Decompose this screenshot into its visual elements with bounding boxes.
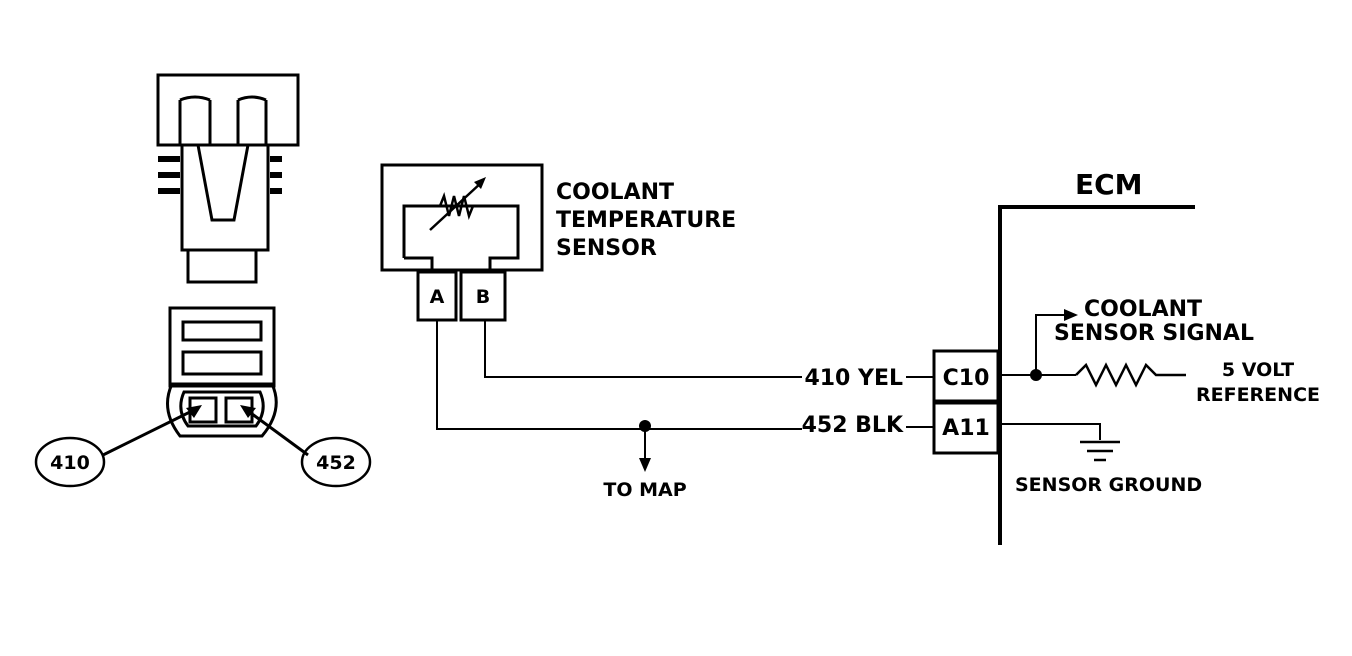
ecm-label: ECM: [1075, 168, 1143, 201]
sensor-name-line1: COOLANT: [556, 180, 674, 205]
arrow-head-icon: [474, 177, 486, 189]
arrow-head-icon: [186, 405, 202, 418]
arrow-head-icon: [240, 405, 256, 418]
coolant-temperature-sensor: A B: [380, 163, 544, 322]
callout-452: [300, 436, 372, 488]
sensor-pin-b-label: B: [476, 286, 490, 308]
sensor-pin-a-label: A: [430, 286, 445, 308]
callout-410: [34, 436, 106, 488]
callout-leader-452: [243, 406, 309, 457]
arrow-right-icon: [1064, 309, 1078, 321]
signal-label-line1: COOLANT: [1084, 297, 1202, 322]
ecm-box: [998, 205, 1195, 545]
connector-illustration: 410 452: [34, 73, 372, 488]
signal-tap-line: [1035, 314, 1066, 375]
sensor-name-line2: TEMPERATURE: [556, 208, 736, 233]
reference-label-line2: REFERENCE: [1196, 384, 1320, 406]
ground-wire: [1000, 423, 1101, 440]
wire-410: [484, 320, 802, 378]
wire-452: [436, 320, 802, 430]
map-label: TO MAP: [603, 479, 686, 501]
wire-452-label: 452 BLK: [802, 413, 904, 438]
signal-label-line2: SENSOR SIGNAL: [1054, 321, 1254, 346]
pullup-resistor-icon: [1075, 362, 1186, 388]
connector-top-terminal: [156, 73, 300, 284]
callout-leader-410: [102, 406, 199, 457]
callout-452-text: 452: [316, 452, 356, 474]
sensor-pin-b: [459, 270, 507, 322]
ground-symbol-icon: [1080, 440, 1120, 462]
connector-face: [166, 306, 278, 438]
ecm-pin-a11: [932, 401, 1000, 455]
ecm-pin-c10: [932, 349, 1000, 403]
wire-410-label: 410 YEL: [804, 366, 903, 391]
ground-label: SENSOR GROUND: [1015, 474, 1202, 496]
arrow-down-icon: [639, 458, 651, 472]
ecm-pin-a11-label: A11: [942, 416, 990, 441]
sensor-name-line3: SENSOR: [556, 236, 657, 261]
reference-label-line1: 5 VOLT: [1222, 359, 1294, 381]
ecm-pin-c10-label: C10: [943, 366, 990, 391]
callout-410-text: 410: [50, 452, 90, 474]
